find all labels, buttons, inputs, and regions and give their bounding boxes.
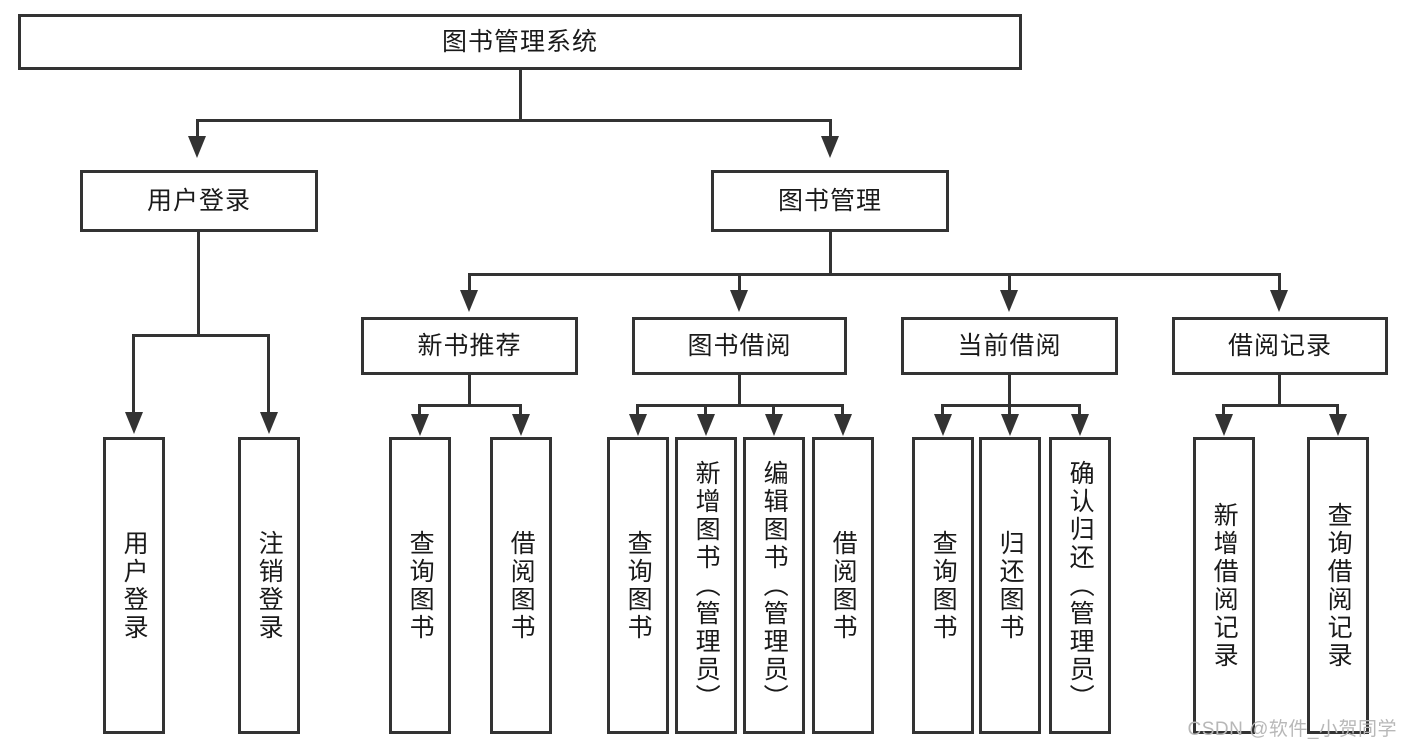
node-book-manage-label: 图书管理 xyxy=(777,187,882,215)
leaf-add-borrow-record[interactable]: 新增借阅记录 xyxy=(1193,437,1255,734)
arrow-to-book-manage xyxy=(821,136,839,158)
arrow-to-leaf-return-book xyxy=(1001,414,1019,436)
connector-level3-drop-3 xyxy=(1008,273,1011,291)
connector-book-borrow-drop-2 xyxy=(704,404,707,416)
connector-new-book-drop-2 xyxy=(519,404,522,416)
connector-book-manage-stem xyxy=(829,232,832,274)
node-new-book-recommend[interactable]: 新书推荐 xyxy=(361,317,578,375)
leaf-borrow-book-label: 借阅图书 xyxy=(829,529,858,642)
arrow-to-leaf-query-book-3 xyxy=(934,414,952,436)
node-root-label: 图书管理系统 xyxy=(441,28,598,56)
arrow-to-new-book-rec xyxy=(460,290,478,312)
connector-borrow-record-bus xyxy=(1222,404,1339,407)
leaf-return-book[interactable]: 归还图书 xyxy=(979,437,1041,734)
node-user-login[interactable]: 用户登录 xyxy=(80,170,318,232)
arrow-to-leaf-edit-book xyxy=(765,414,783,436)
arrow-to-borrow-record xyxy=(1270,290,1288,312)
leaf-logout[interactable]: 注销登录 xyxy=(238,437,300,734)
leaf-query-borrow-record[interactable]: 查询借阅记录 xyxy=(1307,437,1369,734)
connector-current-borrow-stem xyxy=(1008,375,1011,405)
connector-level3-drop-2 xyxy=(738,273,741,291)
connector-user-login-drop-2 xyxy=(267,334,270,414)
connector-root-drop-right xyxy=(829,119,832,137)
connector-new-book-bus xyxy=(418,404,522,407)
connector-borrow-record-stem xyxy=(1278,375,1281,405)
arrow-to-leaf-add-book xyxy=(697,414,715,436)
arrow-to-leaf-borrow-book-1 xyxy=(512,414,530,436)
watermark: CSDN @软件_小贺同学 xyxy=(1187,719,1397,740)
leaf-query-book-borrow-label: 查询图书 xyxy=(624,529,653,642)
leaf-add-borrow-record-label: 新增借阅记录 xyxy=(1210,501,1239,670)
arrow-to-leaf-query-book-1 xyxy=(411,414,429,436)
connector-book-borrow-drop-1 xyxy=(636,404,639,416)
connector-level3-drop-4 xyxy=(1278,273,1281,291)
arrow-to-leaf-user-login xyxy=(125,412,143,434)
node-user-login-label: 用户登录 xyxy=(146,187,251,215)
leaf-query-book-borrow[interactable]: 查询图书 xyxy=(607,437,669,734)
leaf-query-book-recommend-label: 查询图书 xyxy=(406,529,435,642)
arrow-to-leaf-logout xyxy=(260,412,278,434)
connector-book-borrow-drop-3 xyxy=(772,404,775,416)
connector-user-login-stem xyxy=(197,232,200,335)
node-current-borrow[interactable]: 当前借阅 xyxy=(901,317,1118,375)
connector-new-book-stem xyxy=(468,375,471,405)
connector-book-manage-bus xyxy=(468,273,1281,276)
leaf-confirm-return-admin[interactable]: 确认归还（管理员） xyxy=(1049,437,1111,734)
arrow-to-leaf-query-book-2 xyxy=(629,414,647,436)
arrow-to-leaf-query-record xyxy=(1329,414,1347,436)
leaf-edit-book-admin-label: 编辑图书（管理员） xyxy=(760,459,789,712)
leaf-user-login[interactable]: 用户登录 xyxy=(103,437,165,734)
leaf-user-login-label: 用户登录 xyxy=(120,529,149,642)
leaf-edit-book-admin[interactable]: 编辑图书（管理员） xyxy=(743,437,805,734)
leaf-borrow-book[interactable]: 借阅图书 xyxy=(812,437,874,734)
connector-borrow-record-drop-2 xyxy=(1336,404,1339,416)
node-book-borrow-label: 图书借阅 xyxy=(687,332,792,360)
connector-user-login-bus xyxy=(132,334,270,337)
connector-current-borrow-bus xyxy=(941,404,1081,407)
connector-current-borrow-drop-1 xyxy=(941,404,944,416)
arrow-to-user-login xyxy=(188,136,206,158)
connector-level3-drop-1 xyxy=(468,273,471,291)
leaf-borrow-book-recommend-label: 借阅图书 xyxy=(507,529,536,642)
connector-root-stem xyxy=(519,70,522,120)
leaf-query-book-recommend[interactable]: 查询图书 xyxy=(389,437,451,734)
connector-root-drop-left xyxy=(196,119,199,137)
leaf-query-book-current-label: 查询图书 xyxy=(929,529,958,642)
connector-book-borrow-bus xyxy=(636,404,844,407)
node-borrow-record[interactable]: 借阅记录 xyxy=(1172,317,1388,375)
connector-new-book-drop-1 xyxy=(418,404,421,416)
leaf-confirm-return-admin-label: 确认归还（管理员） xyxy=(1066,459,1095,712)
connector-current-borrow-drop-3 xyxy=(1078,404,1081,416)
arrow-to-leaf-add-record xyxy=(1215,414,1233,436)
node-new-book-recommend-label: 新书推荐 xyxy=(417,332,522,360)
leaf-add-book-admin[interactable]: 新增图书（管理员） xyxy=(675,437,737,734)
leaf-query-borrow-record-label: 查询借阅记录 xyxy=(1324,501,1353,670)
connector-borrow-record-drop-1 xyxy=(1222,404,1225,416)
connector-root-bus xyxy=(196,119,832,122)
leaf-query-book-current[interactable]: 查询图书 xyxy=(912,437,974,734)
connector-current-borrow-drop-2 xyxy=(1008,404,1011,416)
node-borrow-record-label: 借阅记录 xyxy=(1227,332,1332,360)
node-book-borrow[interactable]: 图书借阅 xyxy=(632,317,847,375)
node-book-manage[interactable]: 图书管理 xyxy=(711,170,949,232)
node-current-borrow-label: 当前借阅 xyxy=(957,332,1062,360)
arrow-to-book-borrow xyxy=(730,290,748,312)
leaf-add-book-admin-label: 新增图书（管理员） xyxy=(692,459,721,712)
leaf-return-book-label: 归还图书 xyxy=(996,529,1025,642)
arrow-to-current-borrow xyxy=(1000,290,1018,312)
node-root[interactable]: 图书管理系统 xyxy=(18,14,1022,70)
arrow-to-leaf-confirm-return xyxy=(1071,414,1089,436)
leaf-logout-label: 注销登录 xyxy=(255,529,284,642)
connector-book-borrow-stem xyxy=(738,375,741,405)
arrow-to-leaf-borrow-book-2 xyxy=(834,414,852,436)
connector-user-login-drop-1 xyxy=(132,334,135,414)
connector-book-borrow-drop-4 xyxy=(841,404,844,416)
leaf-borrow-book-recommend[interactable]: 借阅图书 xyxy=(490,437,552,734)
